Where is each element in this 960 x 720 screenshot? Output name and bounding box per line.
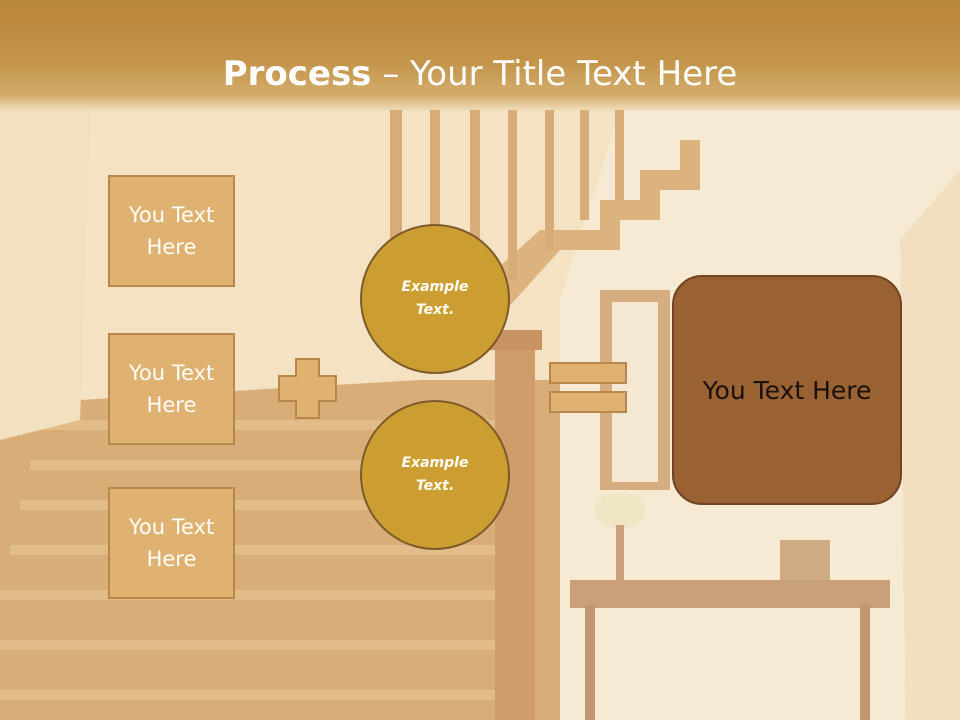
title-bold: Process [222, 54, 372, 94]
text-box-2: You Text Here [108, 333, 235, 445]
text-box-3: You Text Here [108, 487, 235, 599]
title-rest: – Your Title Text Here [371, 54, 738, 94]
page-title: Process – Your Title Text Here [0, 52, 960, 96]
example-circle-1: Example Text. [360, 224, 510, 374]
example-circle-2: Example Text. [360, 400, 510, 550]
text-box-1: You Text Here [108, 175, 235, 287]
title-bar [0, 0, 960, 112]
result-box: You Text Here [672, 275, 902, 505]
